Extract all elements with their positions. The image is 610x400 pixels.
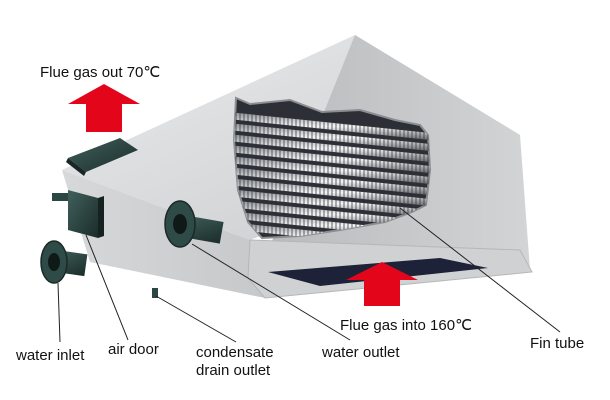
condensate-drain-stub bbox=[152, 288, 158, 298]
label-condensate-line1: condensate bbox=[196, 344, 274, 361]
fin-tube-row bbox=[234, 112, 430, 141]
fin-tube-row bbox=[234, 167, 430, 196]
fin-tube-row bbox=[234, 123, 430, 152]
leader-air-door bbox=[85, 234, 129, 341]
housing-front-face bbox=[62, 170, 265, 298]
leader-condensate bbox=[155, 295, 237, 343]
fin-tube-row bbox=[234, 189, 430, 218]
label-condensate-line2: drain outlet bbox=[196, 362, 271, 379]
label-flue-in: Flue gas into 160℃ bbox=[340, 317, 472, 334]
flue-in-arrow bbox=[346, 262, 418, 306]
label-fin-tube: Fin tube bbox=[530, 335, 584, 352]
label-water-inlet: water inlet bbox=[15, 347, 85, 364]
fin-tube-row bbox=[234, 178, 430, 207]
label-flue-out: Flue gas out 70℃ bbox=[40, 64, 160, 81]
leader-water-inlet bbox=[57, 282, 61, 343]
fin-tube-row bbox=[234, 156, 430, 185]
label-water-outlet: water outlet bbox=[321, 344, 400, 361]
leader-fin-tube bbox=[399, 207, 561, 333]
fin-tube-row bbox=[234, 134, 430, 163]
label-air-door: air door bbox=[108, 341, 159, 358]
water-inlet-flange bbox=[40, 240, 88, 284]
flue-outlet-duct bbox=[66, 138, 138, 176]
fin-tube-row bbox=[234, 145, 430, 174]
air-door bbox=[52, 190, 104, 238]
leader-water-outlet bbox=[191, 243, 351, 341]
leader-lines bbox=[57, 207, 561, 343]
water-outlet-flange bbox=[164, 200, 224, 248]
flue-out-arrow bbox=[68, 84, 140, 132]
